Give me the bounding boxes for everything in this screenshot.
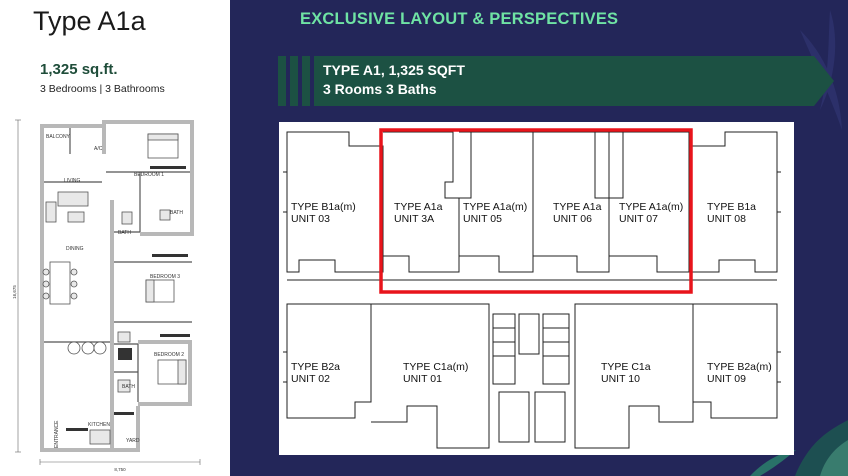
plan-label-balcony: BALCONY [46,134,71,140]
left-panel: Type A1a 1,325 sq.ft. 3 Bedrooms | 3 Bat… [0,0,230,476]
unit-type-label: TYPE A1a(m) [463,201,527,213]
plan-label-living: LIVING [64,178,81,184]
unit-type-label: TYPE A1a [553,201,602,213]
plan-label-ac: A/C [94,146,103,152]
unit-number-label: UNIT 03 [291,213,330,225]
plan-label-kitchen: KITCHEN [88,422,110,428]
unit-type-label: TYPE A1a(m) [619,201,683,213]
plan-dim-height: 16,675 [12,285,17,299]
plan-label-entrance: ENTRANCE [54,420,60,448]
plan-label-bath-low: BATH [122,384,135,390]
unit-type-label: TYPE B2a(m) [707,361,772,373]
highlight-frame [379,128,693,294]
unit-area: 1,325 sq.ft. [40,61,118,78]
unit-type-title: Type A1a [33,6,146,36]
type-banner [278,56,834,106]
unit-number-label: UNIT 09 [707,373,746,385]
unit-type-label: TYPE B1a [707,201,756,213]
unit-number-label: UNIT 06 [553,213,592,225]
right-panel: EXCLUSIVE LAYOUT & PERSPECTIVES TYPE A1,… [230,0,848,476]
banner-line-1: TYPE A1, 1,325 SQFT [323,62,465,78]
unit-rooms: 3 Bedrooms | 3 Bathrooms [40,83,165,95]
plan-label-dining: DINING [66,246,84,252]
plan-label-bath-top: BATH [170,210,183,216]
plan-label-bedroom1: BEDROOM 1 [134,172,164,178]
unit-number-label: UNIT 08 [707,213,746,225]
plan-label-bedroom3: BEDROOM 3 [150,274,180,280]
unit-number-label: UNIT 01 [403,373,442,385]
unit-number-label: UNIT 07 [619,213,658,225]
unit-type-label: TYPE C1a [601,361,651,373]
floor-plan-drawing: 16,675 8,750 [12,119,201,472]
unit-number-label: UNIT 02 [291,373,330,385]
unit-number-label: UNIT 3A [394,213,434,225]
unit-number-label: UNIT 10 [601,373,640,385]
plan-dim-width: 8,750 [114,467,126,472]
plan-label-bath-mid: BATH [118,230,131,236]
unit-type-label: TYPE A1a [394,201,443,213]
unit-number-label: UNIT 05 [463,213,502,225]
plan-label-bedroom2: BEDROOM 2 [154,352,184,358]
page-heading: EXCLUSIVE LAYOUT & PERSPECTIVES [300,10,619,28]
unit-type-label: TYPE C1a(m) [403,361,468,373]
banner-line-2: 3 Rooms 3 Baths [323,81,437,97]
unit-type-label: TYPE B1a(m) [291,201,356,213]
unit-type-label: TYPE B2a [291,361,340,373]
plan-label-yard: YARD [126,438,140,444]
